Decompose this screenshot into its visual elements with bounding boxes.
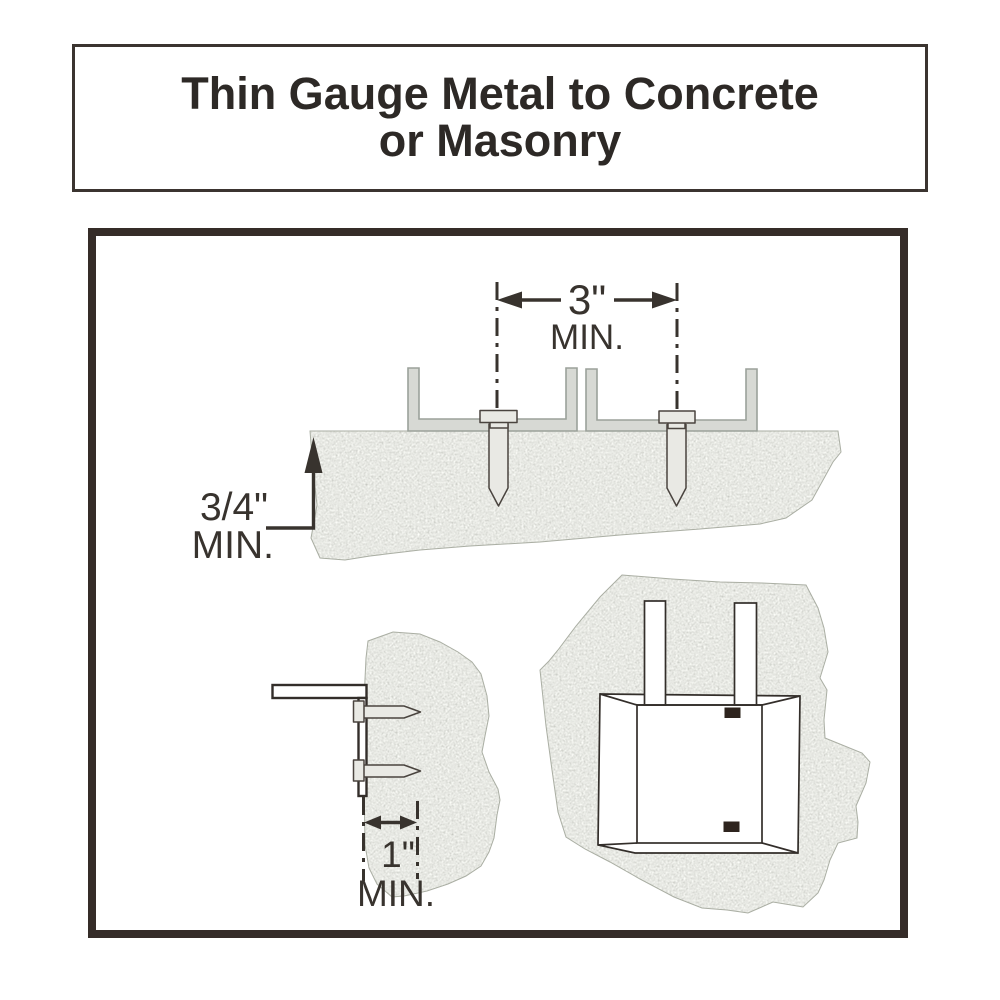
box-mount-diagram [539,574,871,914]
drive-pin-left [479,409,518,507]
metal-angle [271,683,368,798]
drive-pin-right [658,410,696,507]
concrete-edge-outline [363,631,501,898]
edge-dimension: 1" MIN. [357,815,435,914]
edge-fastening-diagram: 1" MIN. [271,631,501,914]
arrow-up-icon [304,437,323,473]
diagram-svg: 3" MIN. 3/4" MIN. [192,276,871,914]
title-box: Thin Gauge Metal to Concrete or Masonry [72,44,928,192]
spacing-dimension: 3" MIN. [497,276,677,357]
edge-min-label: MIN. [357,873,435,914]
diagram-frame: 3" MIN. 3/4" MIN. [88,228,908,938]
top-section-diagram: 3" MIN. 3/4" MIN. [192,276,842,567]
embedment-value: 3/4" [200,486,268,529]
electrical-box [597,693,801,854]
drive-pin-lower [352,759,422,782]
embedment-min-label: MIN. [192,524,274,567]
concrete-slab [310,431,841,560]
title-line-2: or Masonry [378,115,622,166]
spacing-min-label: MIN. [550,318,624,357]
arrow-left-icon [497,291,522,309]
knockout-top [724,707,741,718]
drive-pin-upper [352,700,422,723]
mounting-strap-left [643,600,667,706]
spacing-value: 3" [568,276,606,323]
edge-value: 1" [381,834,415,875]
arrow-left-icon [364,815,381,830]
arrow-right-icon [400,815,417,830]
concrete-chunk-outline [539,574,871,914]
mounting-strap-right [733,602,758,706]
metal-channel-right [585,368,758,432]
concrete-slab-outline [309,430,842,561]
knockout-bottom [723,821,740,832]
metal-channel-left [407,367,578,432]
title-line-1: Thin Gauge Metal to Concrete [181,68,819,120]
embedment-dimension: 3/4" MIN. [192,437,323,567]
arrow-right-icon [652,291,677,309]
